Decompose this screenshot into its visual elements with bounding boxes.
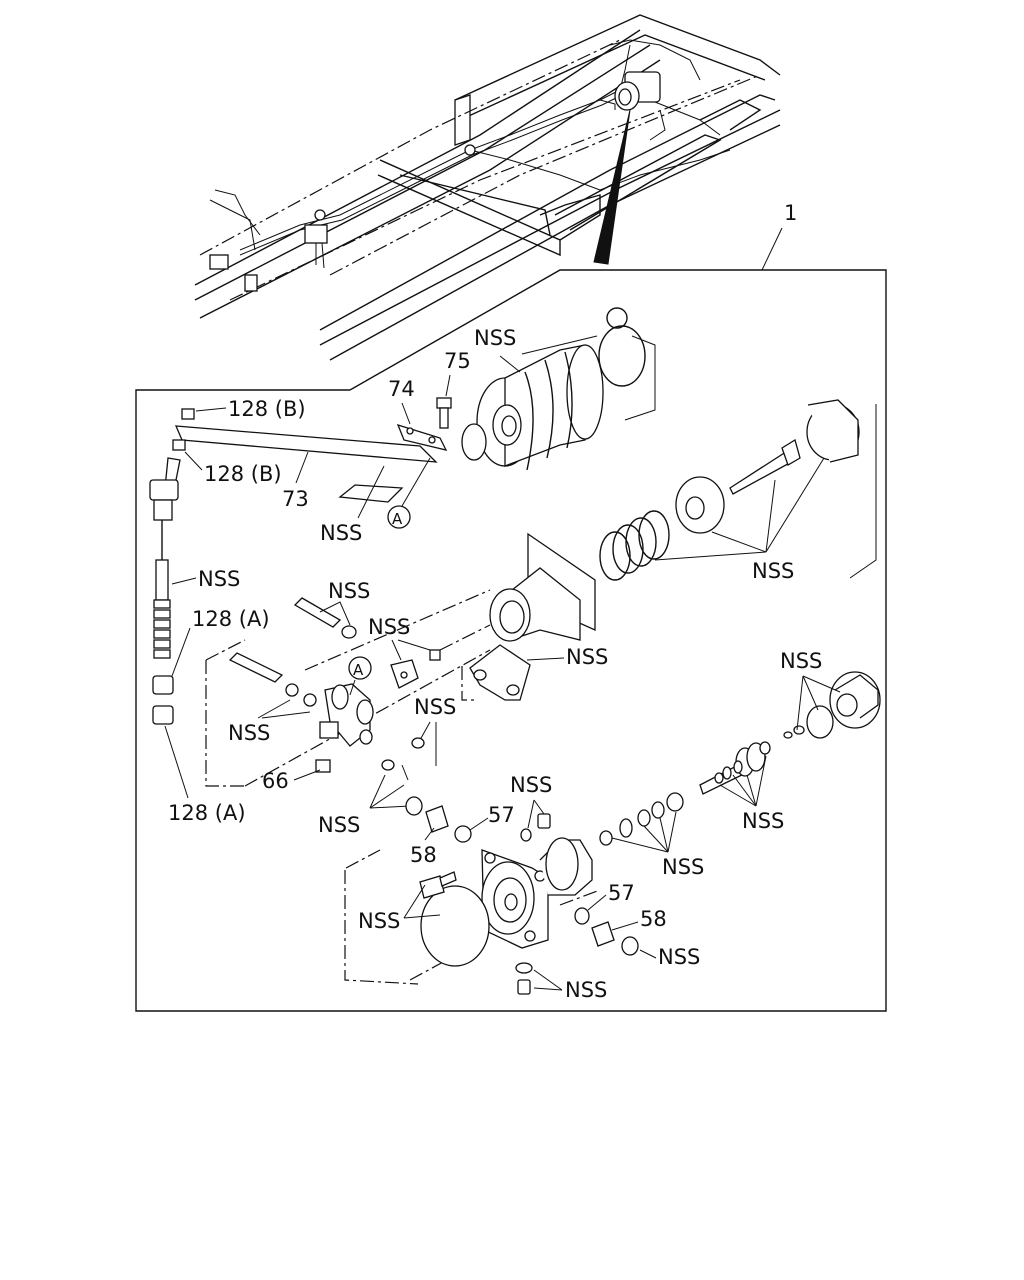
label-nss-seals-mid: NSS [662, 855, 704, 879]
right-piston-group: NSS [780, 649, 881, 739]
ref-a-upper: A [392, 510, 403, 528]
flange-housing-group: NSS [344, 837, 601, 985]
callout-58-right: 58 [640, 907, 667, 931]
cylinder-group: NSS [439, 532, 608, 701]
label-nss-nut-57: NSS [510, 773, 552, 797]
label-nss-pins-left: NSS [228, 721, 270, 745]
rod-73-group: 128 (B) 128 (B) 73 NSS A [172, 397, 438, 545]
label-nss-pins-top: NSS [328, 579, 370, 603]
label-nss-piston-right: NSS [780, 649, 822, 673]
fittings-right-group: 57 58 NSS [574, 881, 700, 969]
callout-73: 73 [282, 487, 309, 511]
label-nss-valve-right: NSS [742, 809, 784, 833]
label-nss-bracket: NSS [566, 645, 608, 669]
callout-58-left: 58 [410, 843, 437, 867]
callout-57-left: 57 [488, 803, 515, 827]
spring-group: NSS [599, 399, 877, 583]
callout-57-right: 57 [608, 881, 635, 905]
boot-group: NSS 75 74 [388, 307, 656, 471]
fittings-left-group: 58 57 NSS [405, 773, 552, 867]
detail-pointer-wedge [593, 109, 631, 265]
clip-group: NSS [411, 695, 456, 766]
detail-frame [135, 269, 887, 1012]
right-valve-group: NSS [699, 741, 784, 833]
mounted-chamber-icon [599, 71, 666, 141]
label-nss-clip: NSS [414, 695, 456, 719]
washers-left-group: NSS [318, 759, 411, 837]
callout-74: 74 [388, 377, 415, 401]
block-group: NSS [368, 615, 441, 689]
callout-assembly: 1 [784, 201, 797, 225]
seals-middle-group: NSS [599, 792, 704, 879]
callout-128a-top: 128 (A) [192, 607, 270, 631]
bottom-bolt-group: NSS [515, 962, 607, 1002]
label-nss-bolt-bottom: NSS [565, 978, 607, 1002]
label-nss-block: NSS [368, 615, 410, 639]
ref-a-lower: A [353, 661, 364, 679]
label-nss-washers-left: NSS [318, 813, 360, 837]
pins-top-group: NSS [293, 579, 370, 639]
clevis-group: A NSS 66 [228, 652, 374, 793]
adjuster-rod-group: NSS 128 (A) 128 (A) [149, 457, 270, 825]
label-nss-springs: NSS [752, 559, 794, 583]
label-nss-gasket-left: NSS [358, 909, 400, 933]
label-nss-shim: NSS [320, 521, 362, 545]
callout-75: 75 [444, 349, 471, 373]
label-nss-boot: NSS [474, 326, 516, 350]
chassis-frame-illustration [194, 14, 781, 361]
callout-128b-top: 128 (B) [228, 397, 306, 421]
label-nss-cap-right: NSS [658, 945, 700, 969]
callout-128b-bottom: 128 (B) [204, 462, 282, 486]
label-nss-rod: NSS [198, 567, 240, 591]
callout-128a-bottom: 128 (A) [168, 801, 246, 825]
callout-66: 66 [262, 769, 289, 793]
